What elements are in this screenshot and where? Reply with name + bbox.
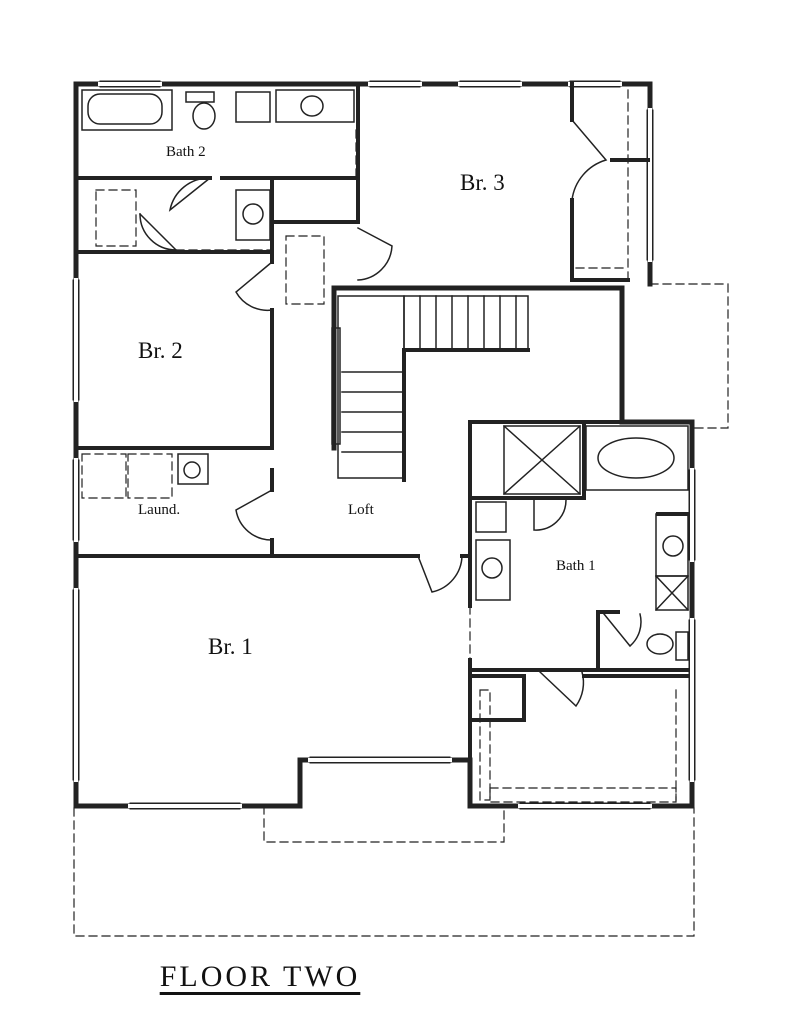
windows [74,82,694,808]
fixtures [81,89,690,661]
interior-walls [78,82,690,762]
room-label-laundry: Laund. [138,502,180,518]
room-label-bedroom-3: Br. 3 [460,170,505,195]
room-label-bath-2: Bath 2 [166,144,206,160]
room-label-bedroom-1: Br. 1 [208,634,253,659]
exterior-walls [73,81,695,809]
stairs [331,295,529,479]
dashed-outlines [73,89,729,937]
room-label-loft: Loft [348,502,375,518]
plan-title: FLOOR TWO [159,960,361,993]
room-label-bath-1: Bath 1 [556,558,596,574]
room-label-bedroom-2: Br. 2 [138,338,183,363]
doors [138,118,642,708]
